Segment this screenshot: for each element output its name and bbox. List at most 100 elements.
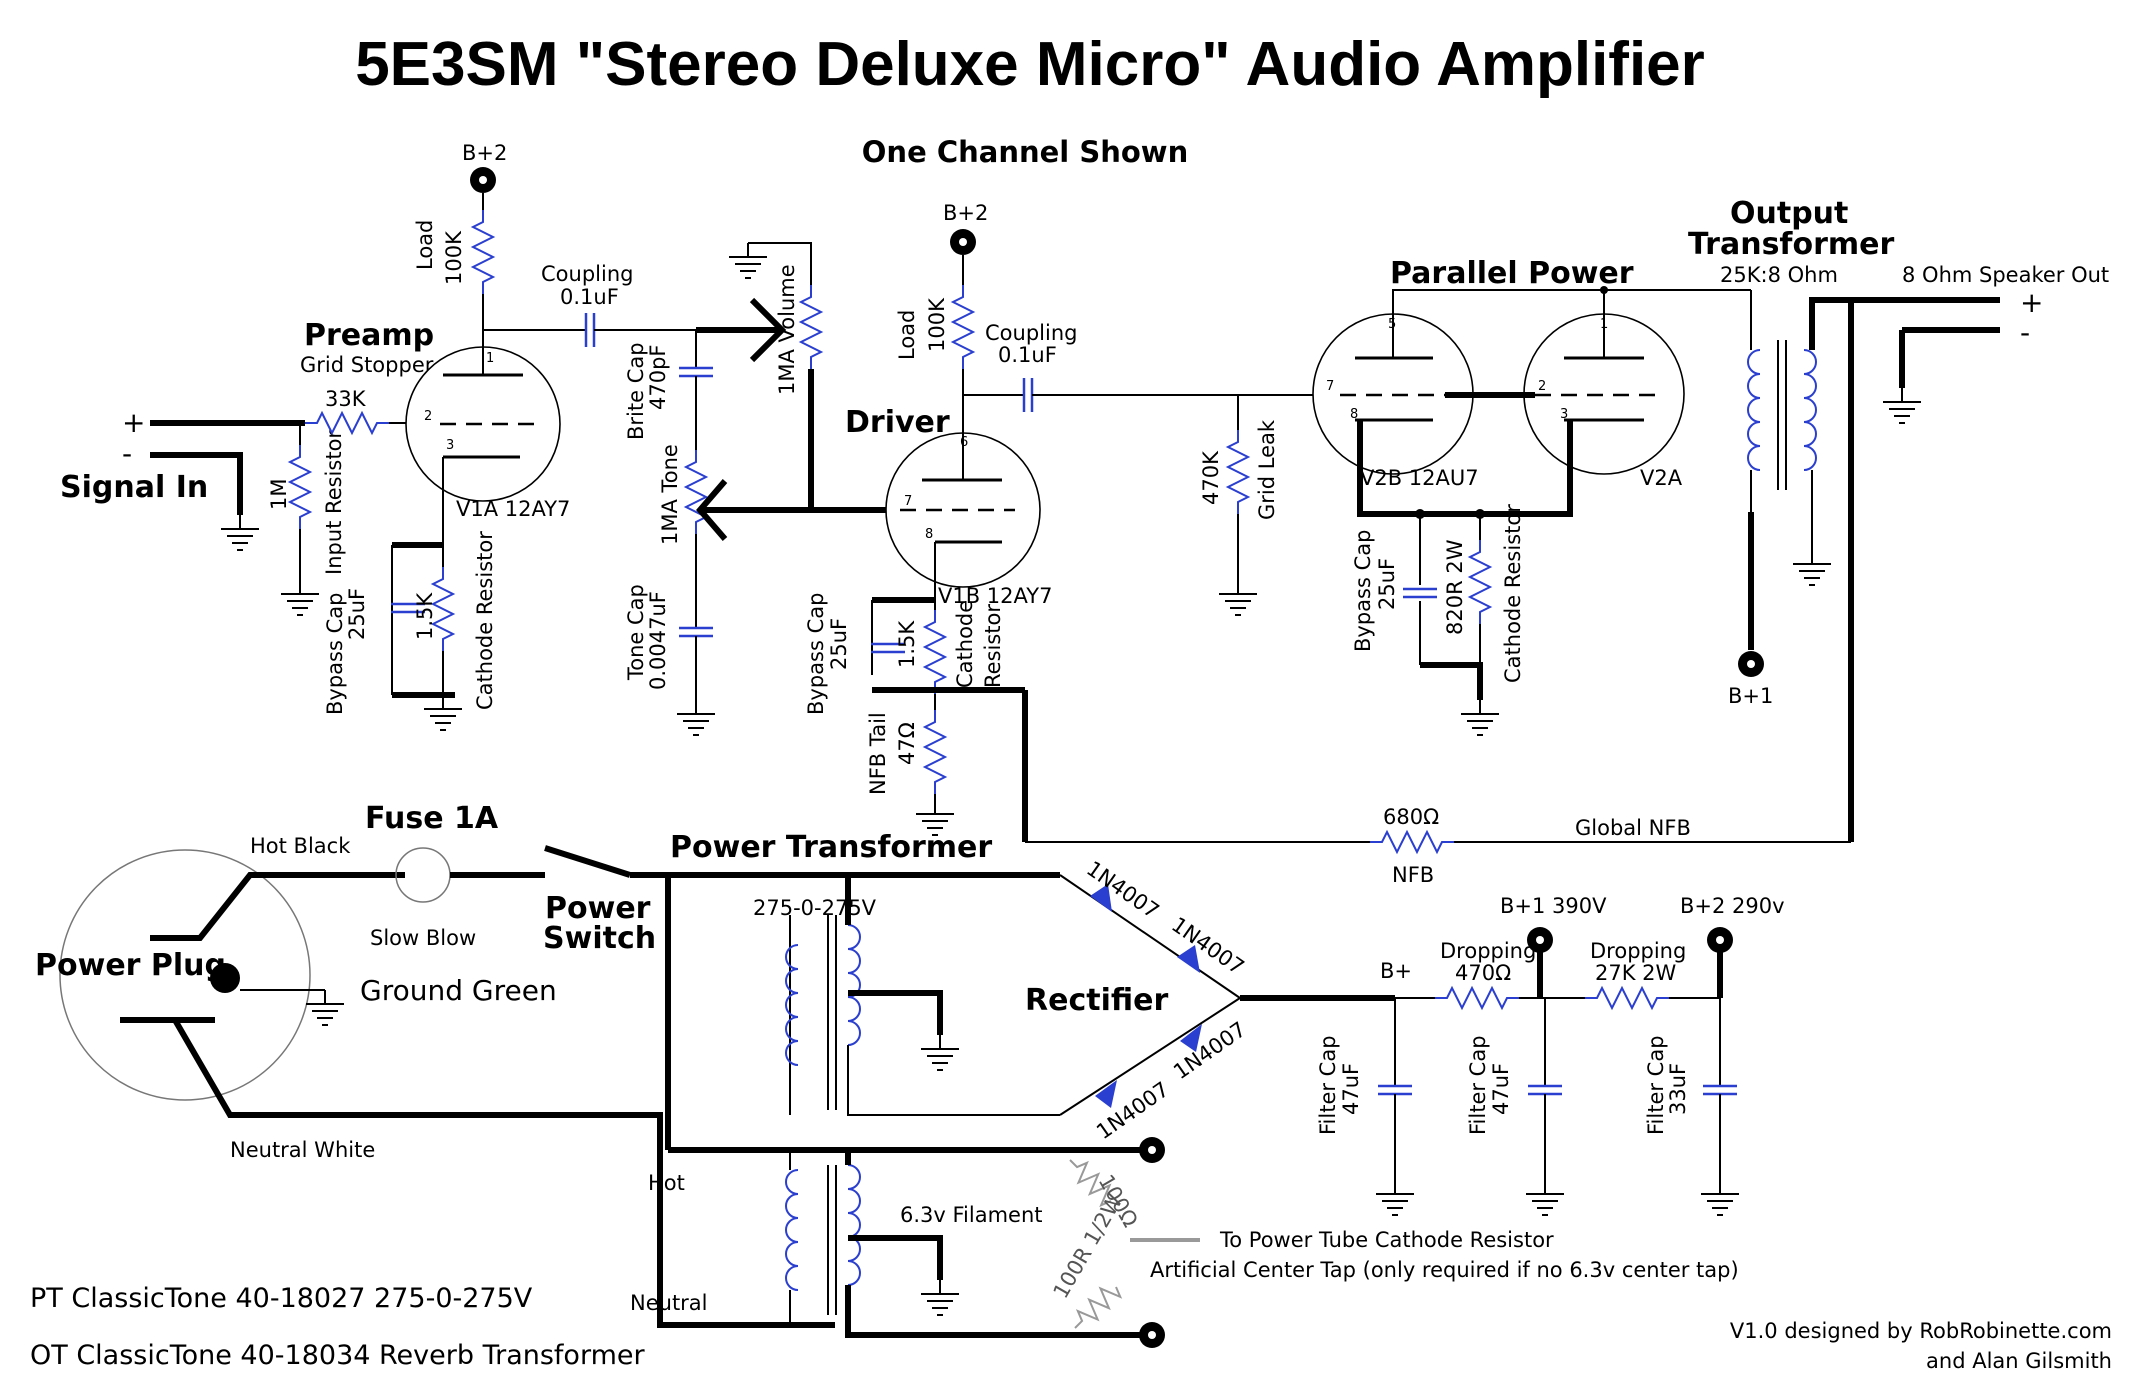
- svg-text:Neutral: Neutral: [630, 1291, 708, 1315]
- svg-text:Coupling: Coupling: [541, 262, 633, 286]
- svg-text:Dropping: Dropping: [1440, 939, 1536, 963]
- svg-text:B+: B+: [1380, 959, 1412, 983]
- section-fuse: Fuse 1A: [365, 801, 499, 836]
- svg-text:Grid Stopper: Grid Stopper: [300, 353, 434, 377]
- svg-text:33K: 33K: [325, 387, 367, 411]
- preamp-cathode: Bypass Cap 25uF 1.5K Cathode Resistor: [323, 475, 497, 731]
- svg-text:680Ω: 680Ω: [1383, 805, 1439, 829]
- plate-bus: [1392, 289, 1751, 300]
- svg-text:47Ω: 47Ω: [895, 722, 919, 765]
- section-parallel-power: Parallel Power: [1390, 256, 1634, 291]
- driver-grid-wire: [696, 479, 900, 541]
- svg-text:Filter Cap: Filter Cap: [1316, 1035, 1340, 1135]
- preamp-load: B+2 Load 100K: [413, 141, 507, 347]
- svg-text:1MA Volume: 1MA Volume: [775, 264, 799, 395]
- svg-text:1N4007: 1N4007: [1169, 1017, 1250, 1084]
- svg-text:Global NFB: Global NFB: [1575, 816, 1691, 840]
- input-resistor: 1M Input Resistor: [267, 423, 346, 616]
- svg-text:Load: Load: [413, 220, 437, 270]
- section-power-plug: Power Plug: [35, 948, 226, 983]
- svg-text:0.0047uF: 0.0047uF: [646, 591, 670, 690]
- svg-text:Grid Leak: Grid Leak: [1255, 419, 1279, 520]
- svg-text:Cathode Resistor: Cathode Resistor: [1501, 504, 1525, 683]
- section-preamp: Preamp: [304, 318, 434, 353]
- svg-text:Bypass Cap: Bypass Cap: [804, 593, 828, 715]
- output-transformer: B+1 + -: [1728, 286, 2043, 708]
- artificial-center-tap: 100Ω 100R 1/2W To Power Tube Cathode Res…: [1049, 1159, 1739, 1329]
- svg-text:V1A 12AY7: V1A 12AY7: [456, 497, 570, 521]
- svg-text:Ground Green: Ground Green: [360, 974, 557, 1007]
- section-driver: Driver: [845, 405, 950, 440]
- svg-text:-: -: [2020, 316, 2030, 349]
- svg-text:275-0-275V: 275-0-275V: [753, 896, 877, 920]
- svg-text:0.1uF: 0.1uF: [560, 285, 619, 309]
- svg-text:0.1uF: 0.1uF: [998, 343, 1057, 367]
- svg-text:8: 8: [1350, 407, 1358, 422]
- signal-in-label: Signal In: [60, 470, 208, 505]
- svg-text:470pF: 470pF: [646, 345, 670, 411]
- svg-text:Bypass Cap: Bypass Cap: [323, 593, 347, 715]
- svg-text:100K: 100K: [442, 230, 466, 285]
- svg-text:B+1: B+1: [1728, 684, 1773, 708]
- tube-v2b: 5 7 8 V2B 12AU7: [1312, 300, 1479, 490]
- svg-text:Brite Cap: Brite Cap: [624, 342, 648, 440]
- driver-load: B+2 Load 100K: [895, 201, 988, 433]
- tone-stack: Brite Cap 470pF 1MA Tone Tone Cap 0.0047…: [624, 330, 716, 736]
- subtitle: One Channel Shown: [862, 135, 1188, 169]
- svg-text:NFB Tail: NFB Tail: [866, 712, 890, 795]
- svg-text:V2B 12AU7: V2B 12AU7: [1360, 466, 1479, 490]
- svg-text:25uF: 25uF: [1375, 558, 1399, 610]
- svg-text:Neutral White: Neutral White: [230, 1138, 375, 1162]
- svg-text:Slow Blow: Slow Blow: [370, 926, 476, 950]
- section-power-transformer: Power Transformer: [670, 830, 992, 865]
- svg-text:Coupling: Coupling: [985, 321, 1077, 345]
- svg-text:1N4007: 1N4007: [1082, 856, 1163, 923]
- driver-coupling-cap: Coupling 0.1uF: [963, 321, 1340, 414]
- power-plug: Power Plug Hot Black Ground Green Neutra…: [35, 834, 835, 1328]
- svg-text:27K 2W: 27K 2W: [1595, 961, 1677, 985]
- svg-text:820R 2W: 820R 2W: [1443, 539, 1467, 635]
- svg-text:6: 6: [960, 435, 968, 450]
- tube-v1b: 6 7 8 V1B 12AY7: [885, 432, 1052, 608]
- credit-line-2: and Alan Gilsmith: [1926, 1349, 2112, 1373]
- note-ot: OT ClassicTone 40-18034 Reverb Transform…: [30, 1340, 645, 1371]
- tube-v2a: 1 2 3 V2A: [1523, 300, 1685, 490]
- svg-text:Filter Cap: Filter Cap: [1466, 1035, 1490, 1135]
- svg-text:Filter Cap: Filter Cap: [1644, 1035, 1668, 1135]
- svg-text:7: 7: [1326, 379, 1334, 394]
- svg-text:V1B 12AY7: V1B 12AY7: [938, 584, 1052, 608]
- svg-text:47uF: 47uF: [1489, 1063, 1513, 1115]
- power-supply-filter: B+ Dropping 470Ω Dropping 27K 2W B+1 390…: [1316, 894, 1785, 1216]
- global-nfb: 680Ω NFB Global NFB: [1025, 300, 1854, 887]
- signal-minus: -: [122, 437, 132, 470]
- svg-text:V2A: V2A: [1640, 466, 1683, 490]
- svg-text:Switch: Switch: [543, 921, 656, 956]
- svg-text:1MA Tone: 1MA Tone: [658, 444, 682, 545]
- svg-text:8: 8: [925, 527, 933, 542]
- svg-text:1: 1: [1600, 317, 1608, 332]
- svg-text:Resistor: Resistor: [981, 604, 1005, 688]
- svg-text:5: 5: [1388, 317, 1396, 332]
- svg-text:Cathode: Cathode: [953, 600, 977, 688]
- svg-text:47uF: 47uF: [1339, 1063, 1363, 1115]
- svg-text:Hot: Hot: [648, 1171, 685, 1195]
- svg-text:To Power Tube Cathode Resistor: To Power Tube Cathode Resistor: [1219, 1228, 1554, 1252]
- volume-pot: 1MA Volume: [728, 242, 822, 510]
- svg-text:2: 2: [1538, 379, 1546, 394]
- grid-stopper: Grid Stopper 33K: [300, 353, 440, 434]
- fuse: Fuse 1A Slow Blow: [365, 801, 545, 950]
- svg-text:25uF: 25uF: [345, 588, 369, 640]
- svg-text:100K: 100K: [925, 297, 949, 352]
- svg-text:8 Ohm Speaker Out: 8 Ohm Speaker Out: [1902, 263, 2109, 287]
- svg-text:25K:8 Ohm: 25K:8 Ohm: [1720, 263, 1838, 287]
- section-ot-2: Transformer: [1688, 227, 1894, 262]
- svg-text:B+2: B+2: [943, 201, 988, 225]
- signal-input: + - Signal In: [60, 406, 305, 551]
- credit-line-1: V1.0 designed by RobRobinette.com: [1730, 1319, 2112, 1343]
- page-title: 5E3SM "Stereo Deluxe Micro" Audio Amplif…: [355, 30, 1705, 99]
- svg-text:Input Resistor: Input Resistor: [322, 430, 346, 575]
- svg-text:1.5K: 1.5K: [413, 592, 437, 640]
- svg-text:Tone Cap: Tone Cap: [624, 584, 648, 681]
- svg-text:7: 7: [904, 494, 912, 509]
- svg-text:470Ω: 470Ω: [1455, 961, 1511, 985]
